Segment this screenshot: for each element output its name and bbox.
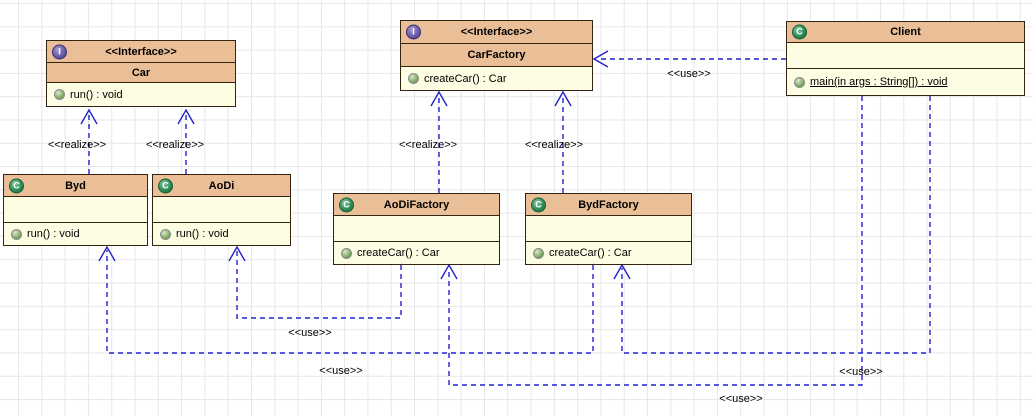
interface-icon: I (52, 44, 67, 59)
operations-row: run() : void (47, 83, 235, 106)
class-name: AoDiFactory (383, 198, 450, 211)
class-name: CarFactory (467, 49, 526, 61)
edge-client-uses-carfactory[interactable] (594, 51, 786, 67)
open-arrowhead (594, 51, 608, 67)
class-icon: C (792, 24, 807, 40)
operations-row: createCar() : Car (401, 67, 592, 90)
attributes-row (787, 43, 1024, 69)
operation-label: run() : void (176, 228, 229, 240)
edge-label-use[interactable]: <<use>> (719, 393, 763, 405)
class-icon: C (339, 197, 354, 212)
operation-label: createCar() : Car (357, 247, 440, 259)
stereotype-label: <<Interface>> (460, 26, 533, 38)
class-icon: C (531, 197, 546, 212)
edge-label-realize[interactable]: <<realize>> (524, 139, 584, 151)
open-arrowhead (614, 265, 630, 279)
method-visibility-icon (408, 73, 419, 84)
stereotype-label: <<Interface>> (105, 45, 177, 58)
operation-label: run() : void (27, 228, 80, 240)
open-arrowhead (81, 110, 97, 124)
class-icon: C (158, 178, 173, 193)
attributes-row (334, 216, 499, 242)
open-arrowhead (441, 265, 457, 279)
open-arrowhead (178, 110, 194, 124)
open-arrowhead (431, 92, 447, 106)
name-row: C Client (787, 22, 1024, 43)
method-visibility-icon (794, 76, 805, 88)
method-visibility-icon (11, 228, 22, 240)
operation-label: run() : void (70, 88, 123, 101)
class-box-aodi[interactable]: C AoDi run() : void (152, 174, 291, 246)
edge-label-realize[interactable]: <<realize>> (145, 139, 205, 151)
open-arrowhead (99, 247, 115, 261)
class-icon: C (9, 178, 24, 193)
method-visibility-icon (54, 89, 65, 100)
name-row: C AoDiFactory (334, 194, 499, 216)
class-name: AoDi (208, 179, 235, 192)
class-box-byd[interactable]: C Byd run() : void (3, 174, 148, 246)
open-arrowhead (229, 247, 245, 261)
class-box-client[interactable]: C Client main(in args : String[]) : void (786, 21, 1025, 96)
edge-label-use[interactable]: <<use>> (288, 327, 332, 339)
class-name: Byd (65, 179, 86, 192)
stereotype-row: I <<Interface>> (401, 21, 592, 44)
class-name: BydFactory (578, 198, 639, 211)
interface-icon: I (406, 24, 421, 40)
class-name: Client (890, 26, 921, 38)
class-name: Car (131, 66, 151, 79)
method-visibility-icon (160, 228, 171, 240)
attributes-row (153, 197, 290, 223)
edge-label-realize[interactable]: <<realize>> (47, 139, 107, 151)
name-row: C BydFactory (526, 194, 691, 216)
class-box-aodifactory[interactable]: C AoDiFactory createCar() : Car (333, 193, 500, 265)
attributes-row (526, 216, 691, 242)
class-box-bydfactory[interactable]: C BydFactory createCar() : Car (525, 193, 692, 265)
name-row: C AoDi (153, 175, 290, 197)
class-box-car[interactable]: I <<Interface>> Car run() : void (46, 40, 236, 107)
edge-label-use[interactable]: <<use>> (319, 365, 363, 377)
method-visibility-icon (341, 247, 352, 259)
attributes-row (4, 197, 147, 223)
operations-row: createCar() : Car (334, 242, 499, 264)
edge-label-realize[interactable]: <<realize>> (398, 139, 458, 151)
operation-label: createCar() : Car (424, 72, 507, 85)
operations-row: run() : void (153, 223, 290, 245)
name-row: Car (47, 63, 235, 83)
name-row: C Byd (4, 175, 147, 197)
edge-label-use[interactable]: <<use>> (839, 366, 883, 378)
operation-label: main(in args : String[]) : void (810, 76, 948, 88)
edge-label-use[interactable]: <<use>> (667, 68, 711, 80)
operations-row: createCar() : Car (526, 242, 691, 264)
method-visibility-icon (533, 247, 544, 259)
class-box-carfactory[interactable]: I <<Interface>> CarFactory createCar() :… (400, 20, 593, 91)
operations-row: run() : void (4, 223, 147, 245)
operation-label: createCar() : Car (549, 247, 632, 259)
operations-row: main(in args : String[]) : void (787, 69, 1024, 95)
name-row: CarFactory (401, 44, 592, 67)
stereotype-row: I <<Interface>> (47, 41, 235, 63)
open-arrowhead (555, 92, 571, 106)
